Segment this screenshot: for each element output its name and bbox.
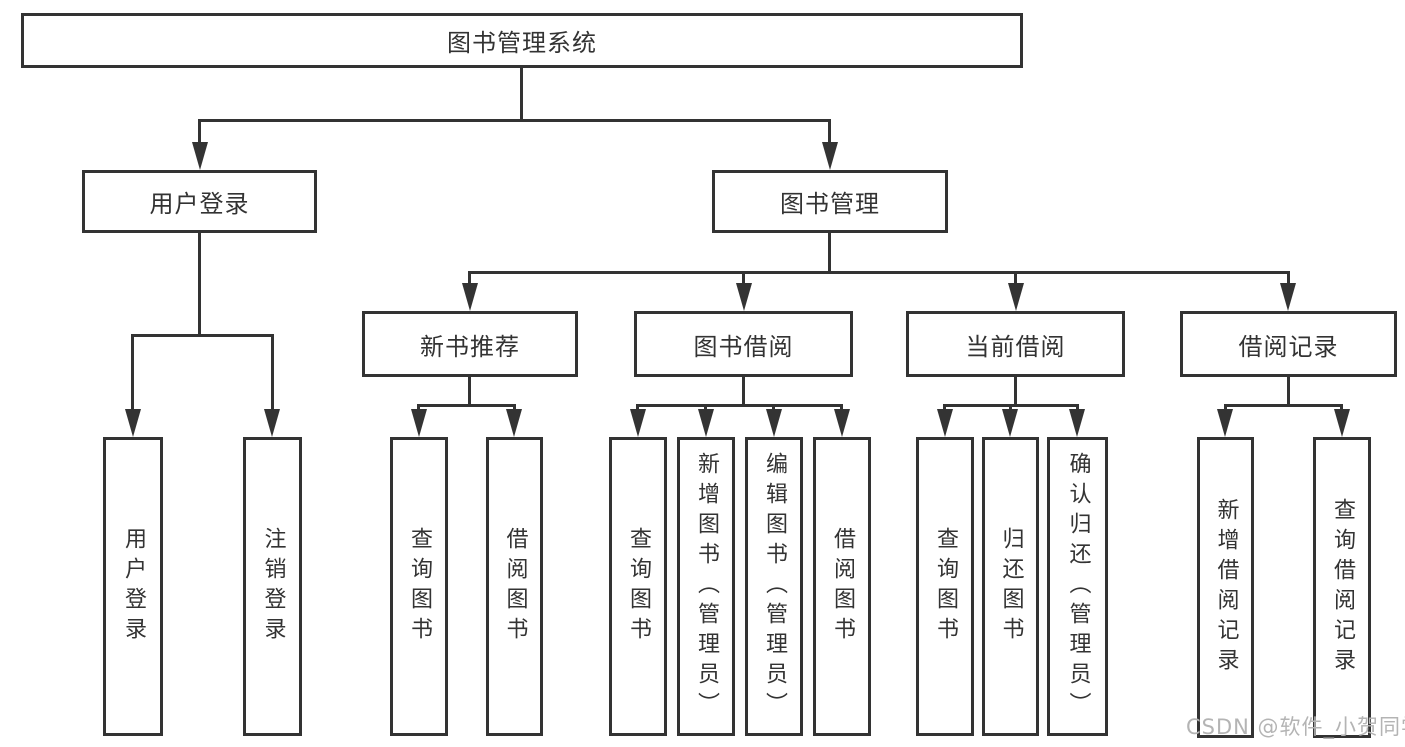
leaf-edit-book-admin: 编辑图书（管理员） [745, 437, 803, 736]
leaf-borrow-book-1: 借阅图书 [486, 437, 543, 736]
connector-user-login-drop [198, 119, 201, 145]
node-book-borrow: 图书借阅 [634, 311, 853, 377]
node-root: 图书管理系统 [21, 13, 1023, 68]
node-current-borrow-label: 当前借阅 [965, 332, 1066, 361]
arrowhead-leaf-borrow-book-1 [506, 409, 522, 437]
connector-leaf-drop [943, 404, 946, 412]
leaf-add-borrow-record-label: 新增借阅记录 [1213, 497, 1239, 678]
node-current-borrow: 当前借阅 [906, 311, 1125, 377]
leaf-query-book-1-label: 查询图书 [407, 526, 432, 647]
leaf-query-book-1: 查询图书 [390, 437, 448, 736]
arrowhead-user-login [192, 142, 208, 170]
connector-leaf-drop [1340, 404, 1343, 412]
connector-borrow-records-stem [1287, 377, 1290, 406]
connector-book-borrow-drop [742, 271, 745, 285]
connector-leaf-user-login-drop [131, 334, 134, 412]
leaf-query-book-3: 查询图书 [916, 437, 974, 736]
connector-book-borrow-rail [636, 404, 843, 407]
connector-leaf-drop [636, 404, 639, 412]
connector-leaf-drop [1224, 404, 1227, 412]
node-book-management-label: 图书管理 [780, 190, 880, 218]
node-user-login-label: 用户登录 [149, 190, 250, 218]
arrowhead-leaf-add-borrow-record [1217, 409, 1233, 437]
arrowhead-leaf-user-login [125, 409, 141, 437]
arrowhead-leaf-logout [264, 409, 280, 437]
connector-leaf-drop [704, 404, 707, 412]
node-user-login: 用户登录 [82, 170, 317, 233]
connector-leaf-logout-drop [271, 334, 274, 412]
connector-new-book-stem [468, 377, 471, 406]
connector-leaf-drop [840, 404, 843, 412]
arrowhead-leaf-query-book-1 [411, 409, 427, 437]
arrowhead-leaf-confirm-return [1069, 409, 1085, 437]
node-root-label: 图书管理系统 [447, 29, 597, 57]
connector-root-stem [520, 68, 523, 121]
arrowhead-leaf-borrow-book-2 [834, 409, 850, 437]
connector-new-book-drop [468, 271, 471, 285]
connector-leaf-drop [1009, 404, 1012, 412]
leaf-query-book-3-label: 查询图书 [933, 526, 958, 647]
arrowhead-borrow-records [1280, 283, 1296, 311]
arrowhead-leaf-query-borrow-record [1334, 409, 1350, 437]
leaf-logout-label: 注销登录 [260, 526, 286, 647]
connector-leaf-drop [513, 404, 516, 412]
node-borrow-records-label: 借阅记录 [1238, 332, 1339, 361]
connector-book-mgmt-stem [828, 233, 831, 273]
leaf-user-login: 用户登录 [103, 437, 163, 736]
leaf-borrow-book-2: 借阅图书 [813, 437, 871, 736]
connector-new-book-rail [417, 404, 516, 407]
arrowhead-leaf-query-book-2 [630, 409, 646, 437]
connector-level2-rail [198, 119, 831, 122]
connector-book-borrow-stem [742, 377, 745, 406]
connector-leaf-drop [1076, 404, 1079, 412]
connector-book-mgmt-drop [828, 119, 831, 145]
leaf-edit-book-admin-label: 编辑图书（管理员） [762, 451, 787, 722]
connector-leaf-drop [772, 404, 775, 412]
node-book-borrow-label: 图书借阅 [693, 332, 794, 361]
arrowhead-leaf-add-book [698, 409, 714, 437]
arrowhead-new-book [462, 283, 478, 311]
leaf-query-borrow-record-label: 查询借阅记录 [1330, 497, 1355, 678]
arrowhead-current-borrow [1008, 283, 1024, 311]
leaf-add-book-admin: 新增图书（管理员） [677, 437, 735, 736]
leaf-query-book-2-label: 查询图书 [626, 526, 651, 647]
arrowhead-book-mgmt [822, 142, 838, 170]
connector-borrow-records-rail [1224, 404, 1343, 407]
leaf-add-book-admin-label: 新增图书（管理员） [694, 451, 719, 722]
connector-current-borrow-drop [1014, 271, 1017, 285]
node-new-book-recommend: 新书推荐 [362, 311, 578, 377]
arrowhead-book-borrow [736, 283, 752, 311]
connector-level3-rail [468, 271, 1290, 274]
node-new-book-recommend-label: 新书推荐 [420, 332, 520, 361]
leaf-return-book-label: 归还图书 [998, 526, 1024, 647]
connector-user-login-rail [131, 334, 274, 337]
watermark-text: CSDN @软件_小贺同学 [1186, 715, 1405, 739]
leaf-query-book-2: 查询图书 [609, 437, 667, 736]
arrowhead-leaf-return-book [1002, 409, 1018, 437]
connector-user-login-stem [198, 233, 201, 336]
arrowhead-leaf-edit-book [766, 409, 782, 437]
arrowhead-leaf-query-book-3 [937, 409, 953, 437]
connector-leaf-drop [417, 404, 420, 412]
node-borrow-records: 借阅记录 [1180, 311, 1397, 377]
leaf-return-book: 归还图书 [982, 437, 1039, 736]
leaf-borrow-book-1-label: 借阅图书 [502, 526, 528, 647]
connector-borrow-records-drop [1287, 271, 1290, 285]
leaf-logout: 注销登录 [243, 437, 302, 736]
node-book-management: 图书管理 [712, 170, 948, 233]
leaf-confirm-return-admin: 确认归还（管理员） [1047, 437, 1108, 736]
leaf-add-borrow-record: 新增借阅记录 [1197, 437, 1254, 738]
leaf-confirm-return-admin-label: 确认归还（管理员） [1065, 451, 1091, 722]
leaf-borrow-book-2-label: 借阅图书 [830, 526, 855, 647]
leaf-user-login-label: 用户登录 [121, 526, 146, 647]
connector-current-borrow-stem [1014, 377, 1017, 406]
leaf-query-borrow-record: 查询借阅记录 [1313, 437, 1371, 738]
